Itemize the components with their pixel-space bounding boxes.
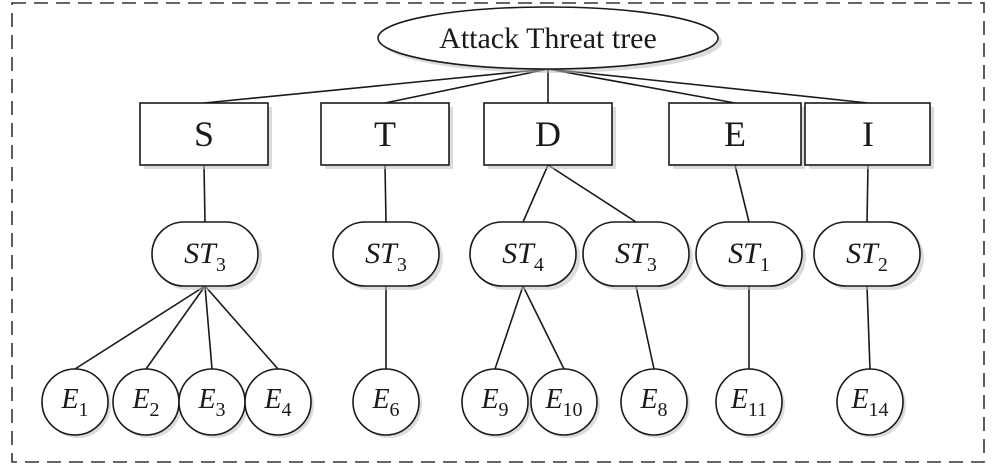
category-node-e: E xyxy=(668,102,805,169)
subtree-node-st-d1: ST4 xyxy=(469,221,580,290)
edge-st-d1-to-e9 xyxy=(494,285,524,370)
event-label: E6 xyxy=(371,384,399,421)
edge-st-s-to-e4 xyxy=(204,285,279,370)
event-node-e9: E9 xyxy=(461,368,531,438)
event-node-e2: E2 xyxy=(112,368,182,438)
edge-st-s-to-e3 xyxy=(204,285,213,370)
category-node-d: D xyxy=(483,102,616,169)
event-node-e11: E11 xyxy=(715,368,785,438)
event-node-e6: E6 xyxy=(352,368,422,438)
category-label-e: E xyxy=(724,114,746,154)
event-label: E4 xyxy=(263,384,291,421)
subtree-node-st-e: ST1 xyxy=(695,221,806,290)
edge-t-to-st-t xyxy=(384,164,387,223)
dashed-frame xyxy=(11,2,985,463)
edge-d-to-st-d2 xyxy=(547,164,637,223)
event-node-e4: E4 xyxy=(244,368,314,438)
edge-st-d2-to-e8 xyxy=(635,285,655,370)
category-node-t: T xyxy=(320,102,453,169)
event-label: E3 xyxy=(197,384,225,421)
subtree-label: ST3 xyxy=(615,237,657,276)
category-label-t: T xyxy=(374,114,396,154)
event-node-e8: E8 xyxy=(620,368,690,438)
event-label: E8 xyxy=(639,384,667,421)
subtree-node-st-s: ST3 xyxy=(151,221,262,290)
event-node-e1: E1 xyxy=(41,368,111,438)
edge-i-to-st-i xyxy=(866,164,869,223)
event-node-e14: E14 xyxy=(836,368,906,438)
root-label: Attack Threat tree xyxy=(439,22,657,55)
edge-st-s-to-e2 xyxy=(145,285,206,370)
edge-root-to-t xyxy=(384,68,549,104)
event-label: E2 xyxy=(131,384,159,421)
subtree-label: ST3 xyxy=(365,237,407,276)
event-label: E14 xyxy=(850,384,888,421)
subtree-label: ST3 xyxy=(184,237,226,276)
event-node-e10: E10 xyxy=(530,368,600,438)
edge-st-i-to-e14 xyxy=(866,285,871,370)
edge-st-s-to-e1 xyxy=(74,285,206,370)
event-node-e3: E3 xyxy=(178,368,248,438)
category-label-d: D xyxy=(535,114,561,154)
edge-root-to-s xyxy=(203,68,549,104)
category-node-s: S xyxy=(139,102,272,169)
subtree-label: ST1 xyxy=(728,237,770,276)
subtree-node-st-i: ST2 xyxy=(813,221,924,290)
edge-root-to-e xyxy=(547,68,736,104)
edge-d-to-st-d1 xyxy=(522,164,549,223)
tree-edges xyxy=(74,68,871,370)
category-node-i: I xyxy=(804,102,934,169)
event-label: E9 xyxy=(480,384,508,421)
edge-st-d1-to-e10 xyxy=(522,285,565,370)
subtree-node-st-t: ST3 xyxy=(332,221,443,290)
category-label-i: I xyxy=(862,114,874,154)
edge-e-to-st-e xyxy=(734,164,750,223)
edge-s-to-st-s xyxy=(203,164,206,223)
root-node: Attack Threat tree xyxy=(377,6,722,73)
event-label: E1 xyxy=(60,384,88,421)
edge-root-to-i xyxy=(547,68,869,104)
subtree-node-st-d2: ST3 xyxy=(582,221,693,290)
subtree-label: ST2 xyxy=(846,237,888,276)
event-label: E10 xyxy=(544,384,582,421)
subtree-label: ST4 xyxy=(502,237,544,276)
event-label: E11 xyxy=(730,384,767,421)
category-label-s: S xyxy=(194,114,214,154)
